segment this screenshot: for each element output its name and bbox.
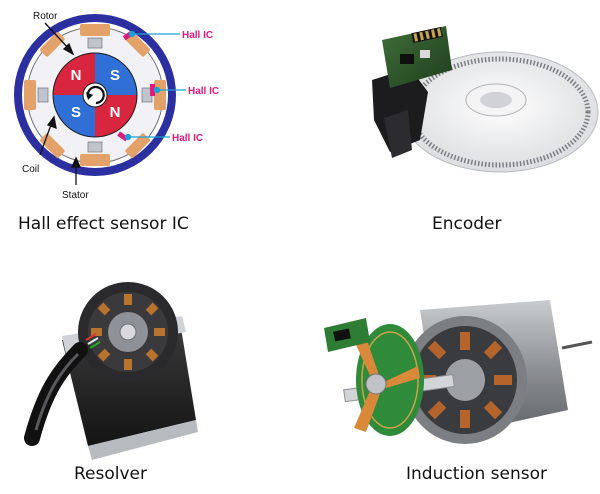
motor-rotor [445, 359, 485, 401]
readhead-fork [384, 110, 412, 158]
resolver-image [24, 282, 198, 460]
stepper-end [88, 420, 198, 460]
pcb-chip [400, 54, 414, 64]
pcb-chip-2 [420, 50, 430, 58]
hall-effect-caption: Hall effect sensor IC [18, 214, 189, 234]
stator-label: Stator [62, 190, 89, 201]
sensor-ic [333, 328, 351, 342]
encoder-image [372, 26, 599, 173]
rear-shaft [561, 340, 593, 350]
rotor-label: Rotor [33, 11, 58, 22]
hall-ic-label-2: Hall IC [188, 86, 219, 97]
hall-effect-diagram: N S S N Hall IC Hall IC Hall IC Rotor C [14, 11, 219, 201]
encoder-pcb [382, 26, 452, 88]
pole-n1: N [71, 67, 82, 84]
target-hub [365, 373, 387, 395]
encoder-panel: Encoder [300, 0, 600, 245]
resolver-cable [24, 342, 88, 446]
induction-sensor-image [324, 300, 593, 444]
resolver-caption: Resolver [74, 464, 147, 484]
hall-ic-label-1: Hall IC [182, 30, 213, 41]
resolver-cable-highlight [34, 352, 80, 431]
induction-panel: Induction sensor [300, 270, 600, 494]
pole-n2: N [110, 104, 121, 121]
hall-ic-label-3: Hall IC [172, 133, 203, 144]
induction-caption: Induction sensor [406, 464, 548, 484]
copper-windings [418, 332, 512, 428]
rotor [52, 52, 138, 138]
pole-s2: S [71, 104, 81, 121]
sensor-pcb-trace [361, 331, 419, 429]
resolver-panel: Resolver [0, 270, 300, 494]
resolver-wires [85, 333, 101, 349]
label-arrows [39, 22, 82, 185]
resolver-shaft [119, 323, 137, 341]
hall-ic-leaders [124, 30, 186, 141]
hall-effect-panel: N S S N Hall IC Hall IC Hall IC Rotor C [0, 0, 300, 245]
pole-s1: S [110, 67, 120, 84]
coil-label: Coil [22, 164, 39, 175]
readhead-body [372, 68, 428, 152]
disc-hole [480, 92, 512, 108]
resolver-windings [91, 294, 165, 370]
stator-teeth [37, 37, 153, 153]
pcb-pins [413, 28, 442, 42]
encoder-caption: Encoder [432, 214, 502, 234]
